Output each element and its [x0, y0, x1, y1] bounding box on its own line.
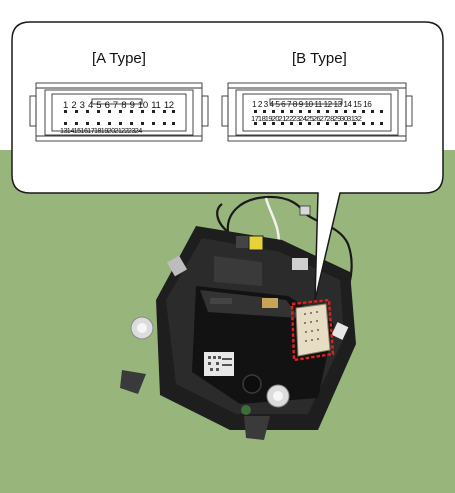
b-type-title: [B Type] — [292, 50, 347, 67]
unit-connector — [290, 298, 335, 362]
a-type-pin-row-2: 13 14 15 16 17 18 19 20 21 22 23 24 — [60, 126, 142, 135]
b-type-connector-face — [221, 82, 413, 142]
b-type-pin-row-2: 17 18 19 20 21 22 23 24 25 26 27 28 29 3… — [251, 114, 362, 123]
a-type-connector-face — [29, 82, 209, 142]
connector-highlight-outline — [290, 298, 335, 362]
a-type-pin-row-1: 1 2 3 4 5 6 7 8 9 10 11 12 — [63, 100, 174, 111]
b-type-pin-row-1: 1 2 3 4 5 6 7 8 9 10 11 12 13 14 15 16 — [252, 100, 372, 109]
wire-clip — [299, 205, 311, 216]
a-type-title: [A Type] — [92, 50, 146, 67]
